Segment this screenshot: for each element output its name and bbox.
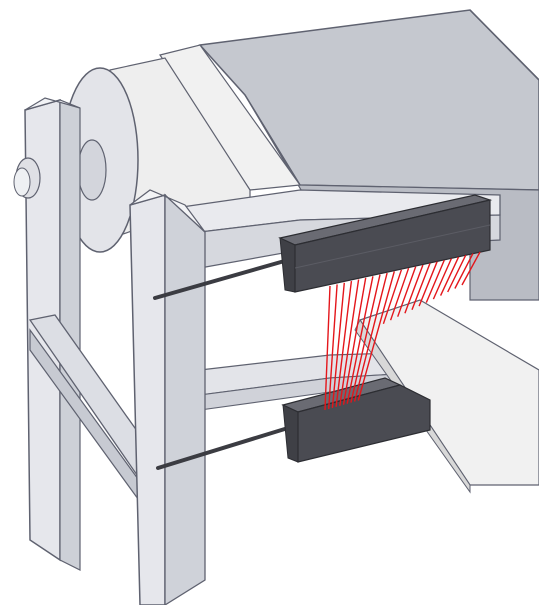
upper-sensor-cable [153,258,290,300]
frame-front-post [129,189,206,605]
upper-sensor [153,194,493,300]
lower-sensor-side [297,384,431,463]
light-beam [342,277,367,405]
front-post-side [164,193,206,605]
light-beam-blocked [404,264,424,314]
light-beam-blocked [397,266,417,317]
light-beam-blocked [411,263,431,310]
light-beam [353,272,388,402]
front-post-front [129,194,166,605]
light-beam-blocked [447,254,467,293]
light-beam-blocked [425,259,445,303]
light-beam [346,276,374,404]
lower-sensor-front [282,404,299,463]
light-beam [331,282,345,408]
light-beam [328,284,338,409]
light-beam-blocked [439,256,460,296]
roll-hub [77,139,107,201]
material-roll [61,57,251,253]
light-beam [357,271,395,401]
light-beam [350,274,381,403]
light-beam-blocked [389,267,410,321]
light-beam [339,279,360,406]
light-beam-blocked [418,261,438,307]
light-beam-blocked [432,258,453,300]
light-beam [335,281,353,407]
light-beam-array [324,251,481,411]
rear-post-cap [24,97,81,111]
front-post-cap [129,189,206,233]
lower-sensor-cable [156,426,290,470]
light-beam-blocked [461,251,481,286]
light-beam [324,285,331,411]
upper-sensor-front [279,237,296,293]
light-beam-blocked [382,269,403,325]
light-beam-blocked [454,253,474,289]
